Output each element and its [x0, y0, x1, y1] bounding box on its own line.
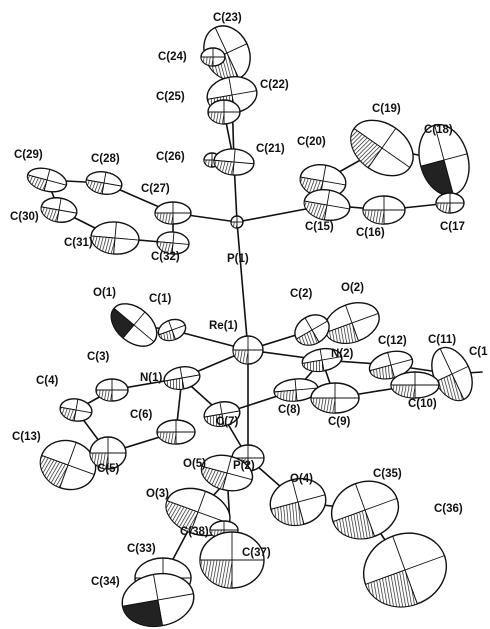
ellipsoid-c36: [362, 532, 448, 608]
atom-label-c11: C(11): [428, 334, 456, 346]
ellipsoid-c3: [95, 378, 129, 402]
ellipsoid-c17: [435, 192, 465, 214]
atom-label-c37: C(37): [242, 547, 271, 559]
ellipsoid-c31: [90, 221, 140, 255]
ellipsoid-c18: [418, 123, 470, 197]
ellipsoid-c7: [203, 401, 241, 427]
ellipsoid-n2: [301, 347, 343, 373]
atom-label-o2: O(2): [341, 282, 364, 294]
atom-label-c30: C(30): [10, 211, 39, 223]
atom-label-c29: C(29): [14, 149, 43, 161]
ellipsoid-p1: [230, 215, 244, 229]
ellipsoid-c13: [39, 439, 97, 491]
atom-label-c32: C(32): [151, 251, 180, 263]
atom-label-c2: C(2): [290, 288, 313, 300]
atom-label-c25: C(25): [156, 91, 185, 103]
bond-layer: [46, 52, 483, 601]
atom-layer: [26, 25, 473, 628]
ellipsoid-c6: [156, 419, 196, 445]
ellipsoid-o1: [110, 303, 158, 347]
atom-label-c8: C(8): [278, 404, 301, 416]
atom-label-c34: C(34): [91, 576, 120, 588]
ellipsoid-c16: [362, 195, 406, 225]
atom-label-c35: C(35): [373, 468, 402, 480]
ellipsoid-c11: [431, 346, 473, 402]
ellipsoid-c34: [121, 572, 195, 628]
ellipsoid-c27: [154, 201, 192, 225]
atom-label-n2: N(2): [331, 348, 354, 360]
atom-label-c19: C(19): [372, 103, 401, 115]
atom-label-c7: C(7): [216, 416, 239, 428]
ellipsoid-o5: [200, 454, 254, 492]
ellipsoid-c28: [85, 171, 123, 195]
ellipsoid-c5: [89, 436, 127, 470]
atom-label-c24: C(24): [158, 51, 187, 63]
atom-label-c1: C(1): [149, 293, 172, 305]
ellipsoid-c25: [207, 99, 241, 125]
atom-label-p1: P(1): [227, 253, 249, 265]
atom-label-c36: C(36): [434, 503, 463, 515]
atom-label-o4: O(4): [290, 473, 313, 485]
ellipsoid-c12: [368, 350, 414, 380]
atom-label-c20: C(20): [297, 136, 326, 148]
atom-label-c13: C(13): [12, 431, 41, 443]
atom-label-c6: C(6): [130, 409, 153, 421]
atom-label-p2: P(2): [233, 460, 255, 472]
atom-label-c15: C(15): [305, 221, 334, 233]
atom-label-o1: O(1): [93, 287, 116, 299]
ellipsoid-c29: [26, 167, 68, 193]
ellipsoid-c19: [350, 119, 414, 177]
ellipsoid-c9: [310, 382, 360, 414]
atom-label-c26: C(26): [156, 151, 185, 163]
ellipsoid-o4: [269, 477, 327, 527]
ellipsoid-c37: [199, 531, 265, 589]
atom-label-n1: N(1): [140, 372, 163, 384]
atom-label-c18: C(18): [424, 124, 453, 136]
ellipsoid-c2: [294, 314, 330, 346]
atom-label-c3: C(3): [87, 351, 110, 363]
ellipsoid-re1: [232, 335, 264, 365]
ellipsoid-c8: [273, 378, 319, 402]
ellipsoid-c1: [157, 318, 187, 342]
atom-label-o3: O(3): [146, 488, 169, 500]
ellipsoid-c10: [390, 371, 440, 399]
ellipsoid-n1: [163, 366, 201, 390]
ellipsoid-c32: [156, 231, 190, 255]
atom-label-c38: C(38): [180, 526, 209, 538]
ellipsoid-c24: [200, 47, 226, 67]
ellipsoid-o3: [165, 487, 231, 537]
atom-label-c14: C(1: [469, 346, 488, 358]
atom-label-c27: C(27): [141, 183, 170, 195]
atom-label-c33: C(33): [127, 543, 156, 555]
atom-label-c9: C(9): [328, 416, 351, 428]
atom-label-c23: C(23): [213, 12, 242, 24]
ellipsoid-c30: [40, 197, 78, 223]
atom-label-c28: C(28): [91, 153, 120, 165]
atom-label-c12: C(12): [378, 335, 407, 347]
ellipsoid-c35: [330, 480, 400, 540]
atom-label-o5: O(5): [183, 458, 206, 470]
atom-label-c17: C(17: [440, 221, 465, 233]
ellipsoid-c4: [59, 398, 93, 422]
atom-label-c22: C(22): [260, 79, 289, 91]
atom-label-c5: C(5): [97, 463, 120, 475]
atom-label-c4: C(4): [36, 375, 59, 387]
atom-label-re1: Re(1): [209, 320, 238, 332]
bond-p1-re1: [236, 221, 249, 351]
ellipsoid-c21: [213, 148, 255, 176]
atom-label-c10: C(10): [408, 398, 437, 410]
atom-label-c16: C(16): [356, 227, 385, 239]
ellipsoid-c15: [303, 188, 351, 222]
atom-label-c31: C(31): [64, 237, 93, 249]
label-layer: C(23) C(24) C(22) C(25) C(26) C(21) C(19) C(18)…: [10, 12, 488, 588]
atom-label-c21: C(21): [256, 143, 285, 155]
